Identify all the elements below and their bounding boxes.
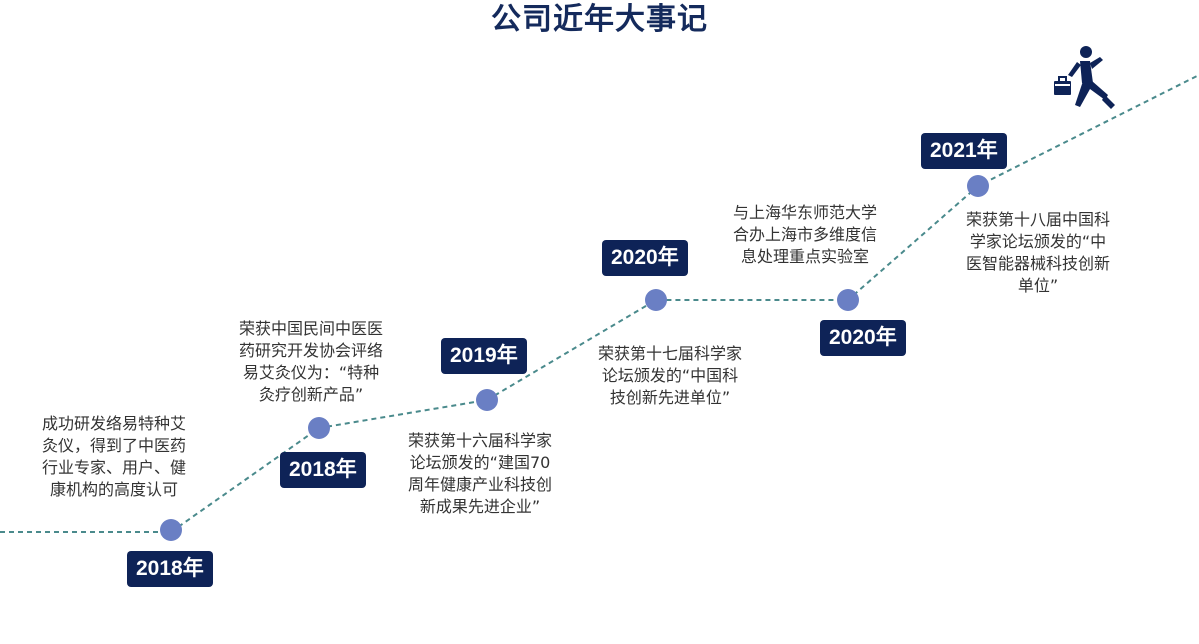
description-line: 康机构的高度认可 [50, 480, 179, 499]
description-line: 荣获中国民间中医医 [239, 319, 384, 338]
event-description-1: 成功研发络易特种艾 灸仪，得到了中医药 行业专家、用户、健 康机构的高度认可 [42, 413, 186, 501]
timeline-dot-3 [476, 389, 498, 411]
event-description-4: 荣获第十七届科学家 论坛颁发的“中国科 技创新先进单位” [598, 343, 742, 409]
page-title: 公司近年大事记 [491, 2, 708, 37]
event-description-5: 与上海华东师范大学 合办上海市多维度信 息处理重点实验室 [733, 202, 877, 268]
description-line: 论坛颁发的“中国科 [601, 366, 739, 385]
description-line: 荣获第十七届科学家 [598, 344, 743, 363]
description-line: 与上海华东师范大学 [733, 203, 878, 222]
description-line: 成功研发络易特种艾 [42, 414, 187, 433]
description-line: 医智能器械科技创新 [966, 254, 1111, 273]
year-badge-5: 2020年 [820, 320, 906, 356]
description-line: 易艾灸仪为：“特种 [242, 363, 380, 382]
description-line: 论坛颁发的“建国70 [409, 453, 551, 472]
description-line: 行业专家、用户、健 [42, 458, 187, 477]
year-badge-2: 2018年 [280, 452, 366, 488]
description-line: 灸疗创新产品” [258, 385, 364, 404]
event-description-6: 荣获第十八届中国科 学家论坛颁发的“中 医智能器械科技创新 单位” [966, 209, 1110, 297]
description-line: 周年健康产业科技创 [408, 475, 553, 494]
event-description-2: 荣获中国民间中医医 药研究开发协会评络 易艾灸仪为：“特种 灸疗创新产品” [239, 318, 383, 406]
description-line: 合办上海市多维度信 [733, 225, 878, 244]
year-badge-6: 2021年 [921, 133, 1007, 169]
description-line: 单位” [1017, 276, 1059, 295]
description-line: 灸仪，得到了中医药 [42, 436, 187, 455]
year-badge-3: 2019年 [441, 338, 527, 374]
year-badge-1: 2018年 [127, 551, 213, 587]
runner-with-briefcase-icon [1054, 46, 1115, 109]
description-line: 药研究开发协会评络 [239, 341, 384, 360]
description-line: 荣获第十八届中国科 [966, 210, 1111, 229]
timeline-dot-5 [837, 289, 859, 311]
description-line: 新成果先进企业” [419, 497, 541, 516]
timeline-dot-1 [160, 519, 182, 541]
year-badge-4: 2020年 [602, 240, 688, 276]
timeline-dot-6 [967, 175, 989, 197]
timeline-dot-2 [308, 417, 330, 439]
description-line: 荣获第十六届科学家 [408, 431, 553, 450]
timeline-dot-4 [645, 289, 667, 311]
event-description-3: 荣获第十六届科学家 论坛颁发的“建国70 周年健康产业科技创 新成果先进企业” [408, 430, 552, 518]
timeline-path [0, 74, 1199, 533]
description-line: 息处理重点实验室 [741, 247, 870, 266]
description-line: 技创新先进单位” [609, 388, 731, 407]
description-line: 学家论坛颁发的“中 [969, 232, 1107, 251]
